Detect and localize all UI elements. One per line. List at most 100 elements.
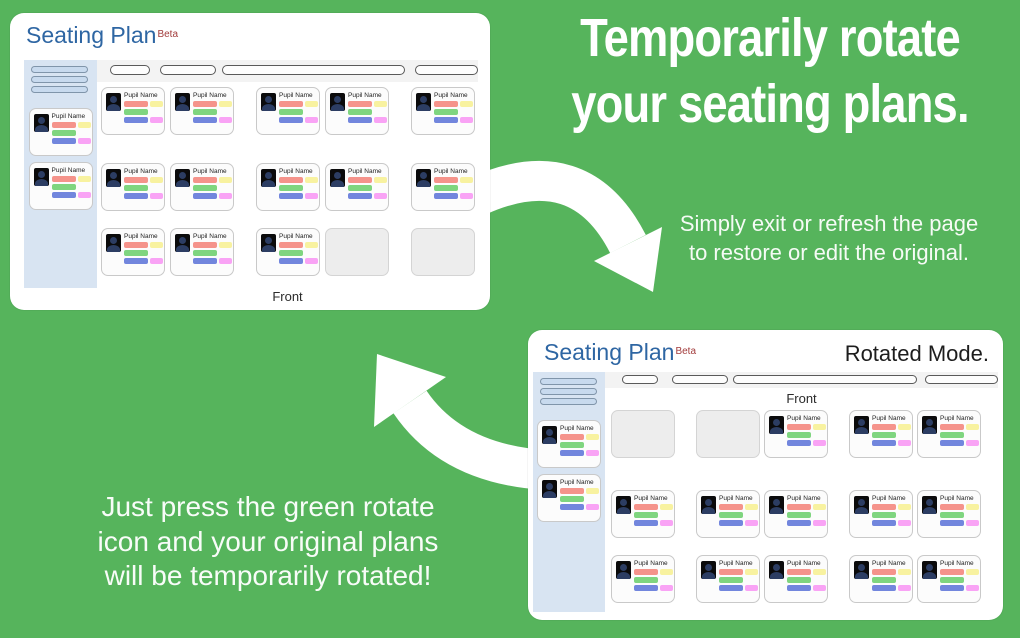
tag-magenta [219, 193, 232, 199]
toolbar-button[interactable] [622, 375, 658, 384]
tag-green [719, 577, 743, 583]
pupil-card[interactable]: Pupil Name [101, 163, 165, 211]
tag-magenta [898, 520, 911, 526]
headline: Temporarily rotate your seating plans. [563, 6, 976, 138]
caption-rotate: Just press the green rotate icon and you… [38, 490, 498, 594]
toolbar-button[interactable] [160, 65, 216, 75]
tag-blue [872, 520, 896, 526]
pupil-card[interactable]: Pupil Name [170, 228, 234, 276]
tag-green [124, 185, 148, 191]
tag-green [124, 250, 148, 256]
tag-salmon [560, 488, 584, 494]
sidebar-list-item[interactable] [31, 86, 88, 93]
pupil-avatar-icon [769, 561, 784, 579]
tag-yellow [77, 176, 91, 182]
tag-salmon [940, 569, 964, 575]
tag-blue [787, 585, 811, 591]
pupil-avatar-icon [854, 496, 869, 514]
pupil-card[interactable]: Pupil Name [537, 420, 601, 468]
pupil-card[interactable]: Pupil Name [411, 163, 475, 211]
pupil-card[interactable]: Pupil Name [764, 555, 828, 603]
pupil-card[interactable]: Pupil Name [325, 163, 389, 211]
toolbar-button[interactable] [672, 375, 728, 384]
pupil-card[interactable]: Pupil Name [411, 87, 475, 135]
pupil-card[interactable]: Pupil Name [256, 228, 320, 276]
pupil-card[interactable]: Pupil Name [849, 490, 913, 538]
tag-salmon [634, 569, 658, 575]
toolbar-button[interactable] [733, 375, 917, 384]
pupil-card[interactable]: Pupil Name [170, 87, 234, 135]
sidebar-list-item[interactable] [31, 66, 88, 73]
tag-yellow [374, 101, 387, 107]
empty-seat[interactable] [696, 410, 760, 458]
tag-magenta [966, 520, 979, 526]
sidebar-list-item[interactable] [540, 398, 597, 405]
sidebar-list-item[interactable] [540, 388, 597, 395]
pupil-avatar-icon [175, 93, 190, 111]
tag-magenta [150, 193, 163, 199]
empty-seat[interactable] [611, 410, 675, 458]
sidebar-list-item[interactable] [540, 378, 597, 385]
pupil-card[interactable]: Pupil Name [28, 162, 93, 210]
pupil-card[interactable]: Pupil Name [101, 87, 165, 135]
pupil-card[interactable]: Pupil Name [256, 163, 320, 211]
tag-blue [434, 193, 458, 199]
tag-yellow [813, 504, 826, 510]
pupil-avatar-icon [616, 496, 631, 514]
toolbar-button[interactable] [925, 375, 998, 384]
pupil-avatar-icon [261, 93, 276, 111]
tag-salmon [193, 177, 217, 183]
pupil-card[interactable]: Pupil Name [917, 490, 981, 538]
tag-green [279, 109, 303, 115]
tag-magenta [898, 585, 911, 591]
pupil-card[interactable]: Pupil Name [849, 410, 913, 458]
pupil-card[interactable]: Pupil Name [764, 410, 828, 458]
front-label: Front [786, 391, 817, 406]
pupil-card[interactable]: Pupil Name [170, 163, 234, 211]
pupil-card[interactable]: Pupil Name [28, 108, 93, 156]
pupil-card[interactable]: Pupil Name [764, 490, 828, 538]
tag-magenta [586, 450, 599, 456]
pupil-card[interactable]: Pupil Name [101, 228, 165, 276]
pupil-card[interactable]: Pupil Name [849, 555, 913, 603]
toolbar-button[interactable] [222, 65, 405, 75]
pupil-card[interactable]: Pupil Name [696, 490, 760, 538]
tag-salmon [787, 569, 811, 575]
pupil-card[interactable]: Pupil Name [537, 474, 601, 522]
pupil-card[interactable]: Pupil Name [611, 490, 675, 538]
pupil-name-label: Pupil Name [193, 92, 227, 99]
pupil-name-label: Pupil Name [51, 167, 86, 174]
toolbar-button[interactable] [110, 65, 150, 75]
tag-green [940, 577, 964, 583]
empty-seat[interactable] [325, 228, 389, 276]
toolbar-button[interactable] [415, 65, 478, 75]
pupil-card[interactable]: Pupil Name [917, 555, 981, 603]
pupil-name-label: Pupil Name [940, 495, 974, 502]
pupil-name-label: Pupil Name [279, 168, 313, 175]
tag-yellow [305, 177, 318, 183]
pupil-avatar-icon [106, 93, 121, 111]
pupil-card[interactable]: Pupil Name [611, 555, 675, 603]
tag-green [193, 109, 217, 115]
sidebar-list-item[interactable] [31, 76, 88, 83]
pupil-card[interactable]: Pupil Name [325, 87, 389, 135]
tag-blue [940, 520, 964, 526]
empty-seat[interactable] [411, 228, 475, 276]
tag-blue [51, 192, 76, 198]
pupil-avatar-icon [416, 93, 431, 111]
pupil-card[interactable]: Pupil Name [696, 555, 760, 603]
tag-green [124, 109, 148, 115]
caption-line: to restore or edit the original. [688, 239, 970, 265]
tag-blue [787, 440, 811, 446]
tag-blue [124, 193, 148, 199]
tag-magenta [219, 117, 232, 123]
pupil-card[interactable]: Pupil Name [917, 410, 981, 458]
pupil-card[interactable]: Pupil Name [256, 87, 320, 135]
desk-group: Pupil Name [611, 555, 675, 603]
pupil-avatar-icon [616, 561, 631, 579]
pupil-avatar-icon [175, 234, 190, 252]
